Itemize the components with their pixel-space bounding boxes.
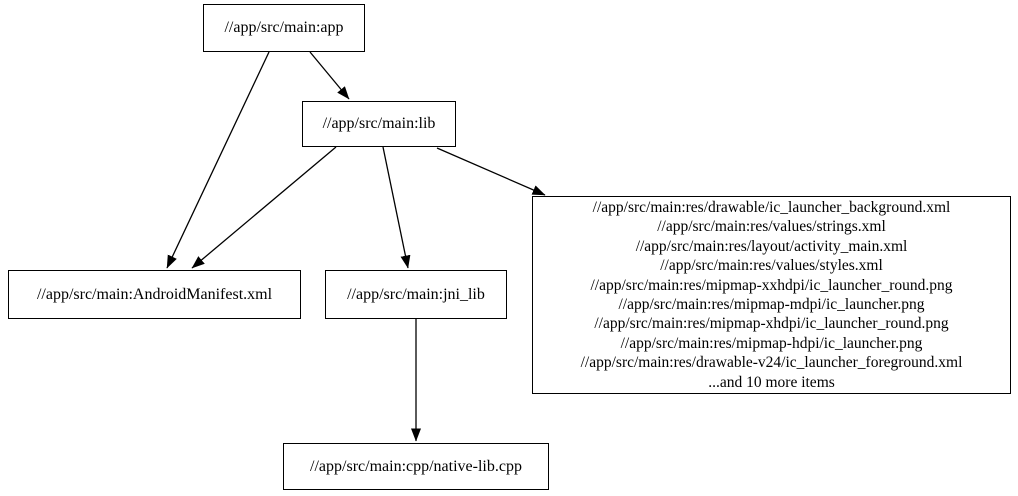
node-native-cpp-label: //app/src/main:cpp/native-lib.cpp (310, 457, 522, 475)
node-resources-line: //app/src/main:res/mipmap-mdpi/ic_launch… (618, 296, 925, 313)
node-android-manifest: //app/src/main:AndroidManifest.xml (8, 270, 301, 319)
edge-lib-to-resources (436, 147, 546, 196)
node-jni-lib-label: //app/src/main:jni_lib (347, 285, 485, 303)
edge-lib-to-jni-lib (382, 146, 411, 269)
node-android-manifest-label: //app/src/main:AndroidManifest.xml (36, 285, 273, 303)
node-lib-label: //app/src/main:lib (322, 115, 436, 132)
node-app-label: //app/src/main:app (224, 19, 344, 36)
node-jni-lib: //app/src/main:jni_lib (325, 270, 507, 319)
node-app: //app/src/main:app (203, 4, 365, 52)
edge-app-to-lib (309, 51, 350, 100)
node-native-cpp: //app/src/main:cpp/native-lib.cpp (283, 443, 549, 490)
node-resources-line: //app/src/main:res/values/styles.xml (660, 257, 883, 275)
node-resources-line: //app/src/main:res/drawable-v24/ic_launc… (580, 354, 963, 372)
edge-app-to-manifest (166, 51, 270, 269)
node-resources-line: //app/src/main:res/mipmap-xxhdpi/ic_laun… (590, 276, 953, 294)
node-resources-line: //app/src/main:res/drawable/ic_launcher_… (592, 198, 951, 216)
edge-lib-to-manifest (191, 146, 337, 269)
node-resources-more-items: ...and 10 more items (708, 373, 835, 391)
node-resources-line: //app/src/main:res/mipmap-hdpi/ic_launch… (620, 334, 923, 352)
node-resources-line: //app/src/main:res/values/strings.xml (657, 218, 886, 236)
node-resources-line: //app/src/main:res/mipmap-xhdpi/ic_launc… (594, 315, 949, 333)
node-resources-filegroup: //app/src/main:res/drawable/ic_launcher_… (532, 196, 1011, 394)
node-resources-line: //app/src/main:res/layout/activity_main.… (635, 237, 908, 255)
node-lib: //app/src/main:lib (302, 101, 456, 147)
